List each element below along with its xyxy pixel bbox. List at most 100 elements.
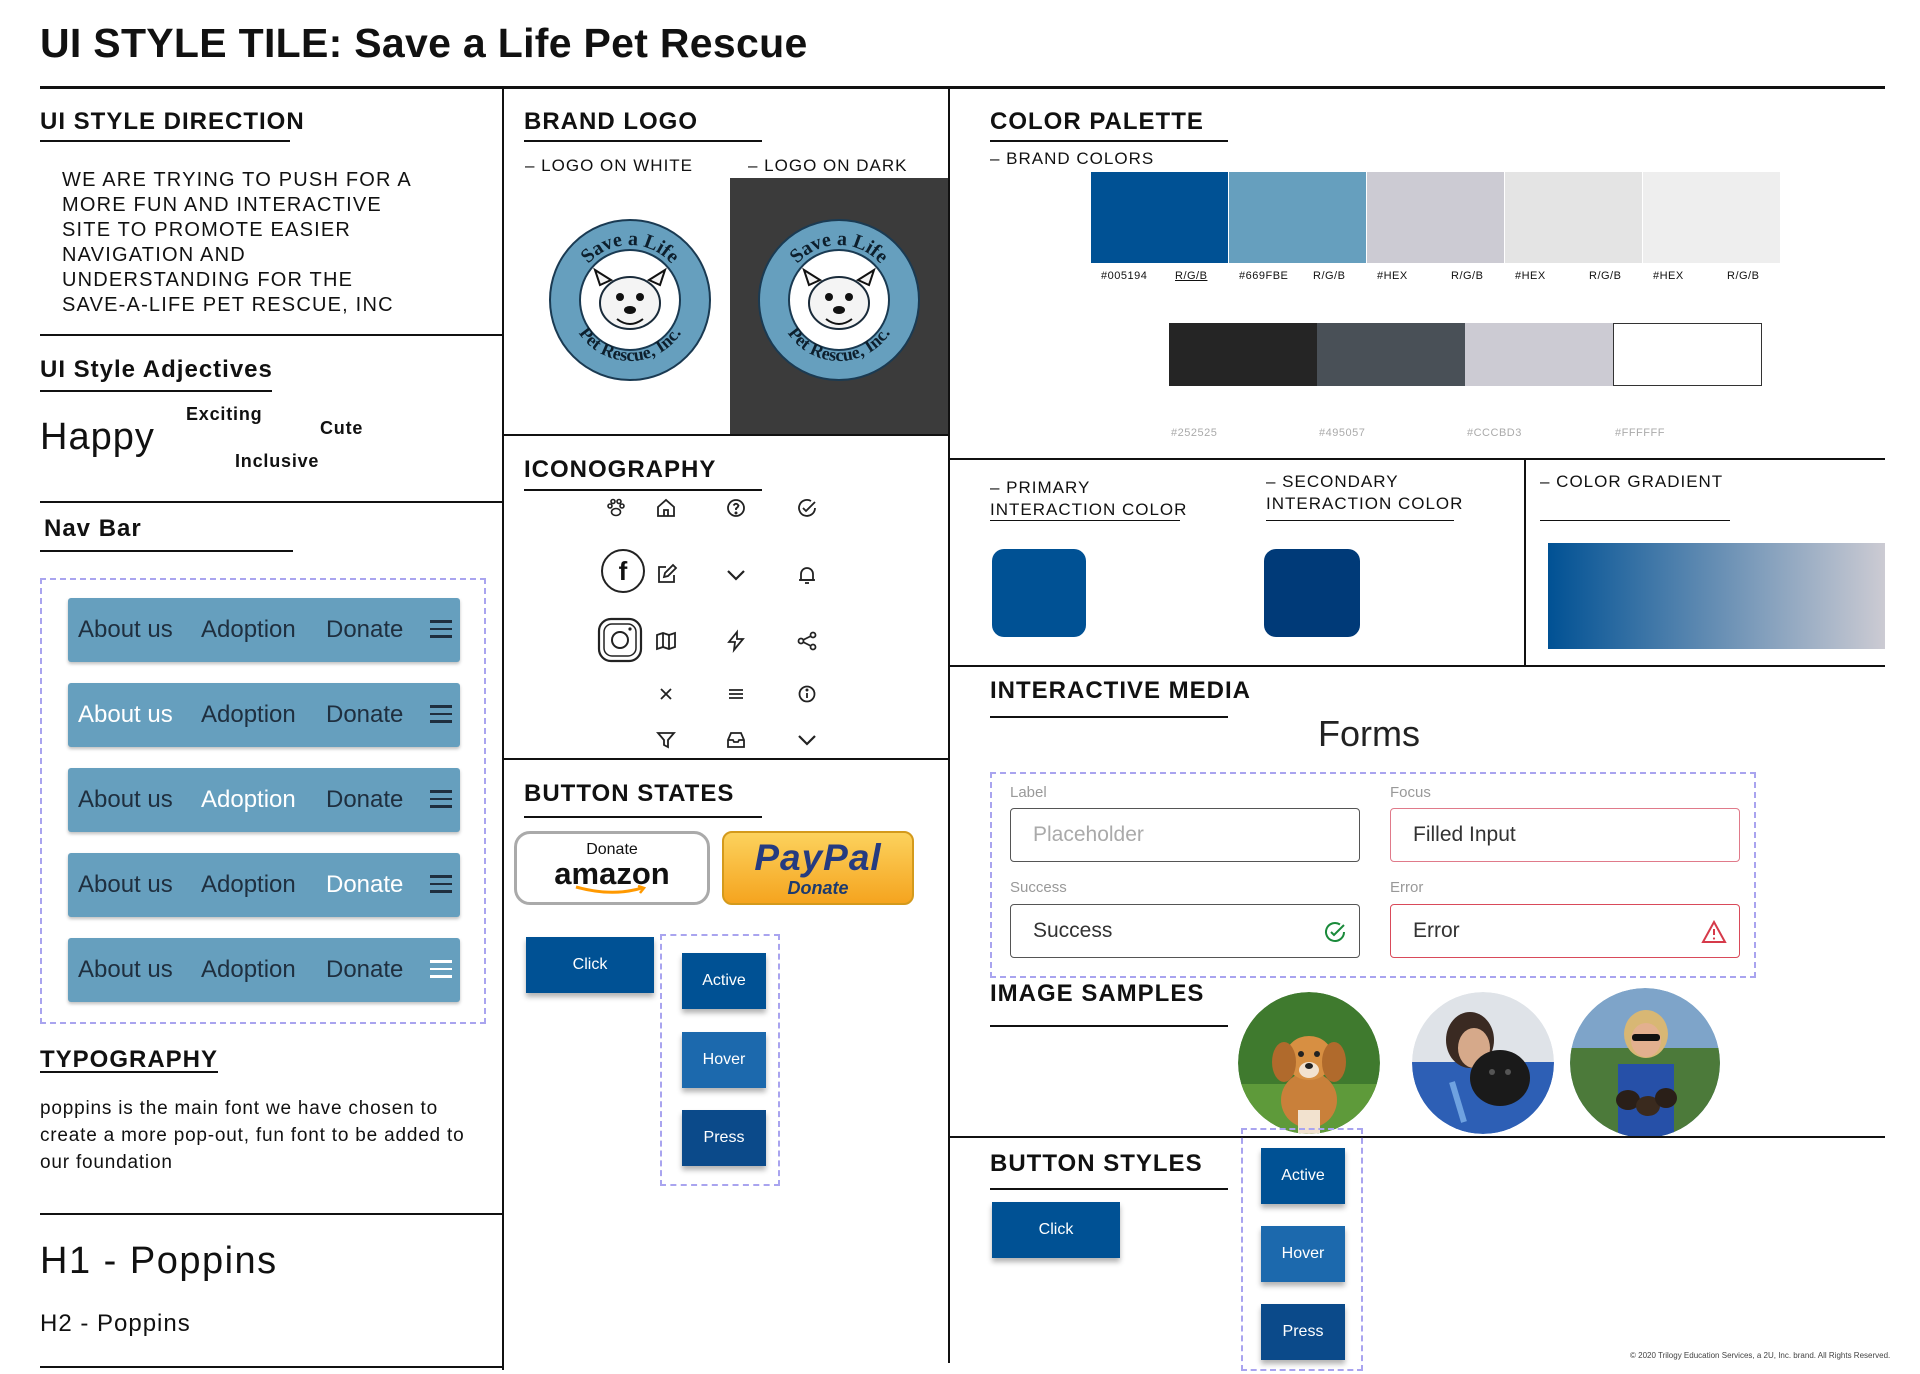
style-direction-heading: UI STYLE DIRECTION: [40, 108, 305, 135]
brand-color-rgb: R/G/B: [1451, 270, 1484, 282]
interactive-media-heading: INTERACTIVE MEDIA: [990, 677, 1252, 704]
nav-about-us[interactable]: About us: [78, 786, 173, 813]
neutral-color-swatch: [1465, 323, 1614, 386]
hover-button[interactable]: Hover: [682, 1032, 766, 1088]
nav-adoption[interactable]: Adoption: [201, 786, 296, 813]
press-button[interactable]: Press: [682, 1110, 766, 1166]
filter-icon: [656, 732, 676, 749]
secondary-interaction-label-2: INTERACTION COLOR: [1266, 494, 1464, 513]
nav-adoption[interactable]: Adoption: [201, 956, 296, 983]
svg-text:f: f: [619, 556, 628, 586]
typography-text: poppins is the main font we have chosen …: [40, 1098, 465, 1173]
button-states-heading: BUTTON STATES: [524, 780, 735, 807]
sample-image-volunteer-puppy: [1412, 992, 1554, 1134]
iconography-heading: ICONOGRAPHY: [524, 456, 717, 483]
hamburger-icon[interactable]: [430, 875, 452, 893]
brand-logo-white: Save a Life Pet Rescue, Inc.: [549, 219, 711, 381]
typography-h2-sample: H2 - Poppins: [40, 1310, 191, 1337]
success-input[interactable]: Success: [1010, 904, 1360, 958]
neutral-color-hex: #495057: [1319, 427, 1366, 439]
focus-input[interactable]: Filled Input: [1390, 808, 1740, 862]
divider: [502, 434, 948, 436]
brand-color-swatch: [1643, 172, 1780, 263]
nav-donate[interactable]: Donate: [326, 701, 404, 728]
brand-color-rgb: R/G/B: [1175, 270, 1208, 282]
sample-image-woman-puppies: [1570, 988, 1720, 1138]
typography-heading: TYPOGRAPHY: [40, 1046, 219, 1073]
brand-color-rgb: R/G/B: [1313, 270, 1346, 282]
brand-color-hex: #005194: [1101, 270, 1148, 282]
chevron-down-icon: [798, 735, 816, 746]
click-style-button[interactable]: Click: [992, 1202, 1120, 1258]
amazon-donate-button[interactable]: Donate amazon: [514, 831, 710, 905]
primary-interaction-underline: [990, 520, 1180, 521]
color-palette-underline: [990, 140, 1228, 142]
button-states-frame: [660, 934, 780, 1186]
hover-style-button[interactable]: Hover: [1261, 1226, 1345, 1282]
paypal-donate-button[interactable]: PayPal Donate: [722, 831, 914, 905]
adjective-cute: Cute: [320, 418, 364, 438]
brand-color-swatch: [1505, 172, 1642, 263]
divider: [502, 758, 950, 760]
nav-about-us[interactable]: About us: [78, 616, 173, 643]
info-icon: [798, 685, 816, 703]
brand-logo-heading: BRAND LOGO: [524, 108, 698, 135]
active-button[interactable]: Active: [682, 953, 766, 1009]
nav-about-us[interactable]: About us: [78, 956, 173, 983]
column-divider-1: [502, 88, 504, 1370]
facebook-icon[interactable]: f: [600, 548, 646, 594]
navbar-default: About us Adoption Donate: [68, 598, 460, 662]
color-palette-heading: COLOR PALETTE: [990, 108, 1204, 135]
navbar-about-hover: About us Adoption Donate: [68, 683, 460, 747]
amazon-donate-label: Donate: [586, 841, 638, 858]
brand-logo-underline: [524, 140, 762, 142]
brand-colors-label: – BRAND COLORS: [990, 149, 1155, 168]
error-input[interactable]: Error: [1390, 904, 1740, 958]
typography-h1-sample: H1 - Poppins: [40, 1240, 278, 1282]
brand-color-hex: #669FBE: [1239, 270, 1289, 282]
nav-about-us[interactable]: About us: [78, 871, 173, 898]
nav-donate[interactable]: Donate: [326, 956, 404, 983]
brand-color-hex: #HEX: [1653, 270, 1684, 282]
hamburger-icon[interactable]: [430, 960, 452, 978]
error-input-value: Error: [1413, 919, 1460, 942]
active-style-button[interactable]: Active: [1261, 1148, 1345, 1204]
paypal-donate-label: Donate: [787, 878, 849, 898]
sample-image-puppy: [1238, 992, 1380, 1134]
success-field-label: Success: [1010, 879, 1067, 896]
divider: [950, 1136, 1885, 1138]
map-icon: [656, 631, 676, 651]
click-button[interactable]: Click: [526, 937, 654, 993]
edit-icon: [658, 563, 678, 583]
nav-donate[interactable]: Donate: [326, 616, 404, 643]
image-samples-underline: [990, 1025, 1228, 1027]
iconography-underline: [524, 489, 762, 491]
divider: [950, 665, 1885, 667]
style-direction-text: WE ARE TRYING TO PUSH FOR A MORE FUN AND…: [62, 169, 411, 316]
page-title: UI STYLE TILE: Save a Life Pet Rescue: [40, 20, 808, 66]
nav-donate[interactable]: Donate: [326, 786, 404, 813]
forms-frame: [990, 772, 1756, 978]
brand-color-rgb: R/G/B: [1727, 270, 1760, 282]
navbar-variants-frame: [40, 578, 486, 1024]
nav-adoption[interactable]: Adoption: [201, 701, 296, 728]
instagram-icon[interactable]: [596, 616, 644, 664]
focus-field-label: Focus: [1390, 784, 1431, 801]
paw-icon: [607, 498, 625, 517]
hamburger-icon[interactable]: [430, 705, 452, 723]
hamburger-icon[interactable]: [430, 790, 452, 808]
navbar-heading: Nav Bar: [44, 515, 142, 542]
nav-adoption[interactable]: Adoption: [201, 616, 296, 643]
primary-interaction-swatch: [992, 549, 1086, 637]
nav-adoption[interactable]: Adoption: [201, 871, 296, 898]
neutral-color-swatch: [1317, 323, 1466, 386]
placeholder-input[interactable]: Placeholder: [1010, 808, 1360, 862]
hamburger-icon[interactable]: [430, 620, 452, 638]
divider: [40, 1213, 502, 1215]
press-style-button[interactable]: Press: [1261, 1304, 1345, 1360]
neutral-color-hex: #252525: [1171, 427, 1218, 439]
divider: [950, 458, 1885, 460]
nav-donate[interactable]: Donate: [326, 871, 404, 898]
typography-underline: [40, 1071, 218, 1073]
nav-about-us[interactable]: About us: [78, 701, 173, 728]
